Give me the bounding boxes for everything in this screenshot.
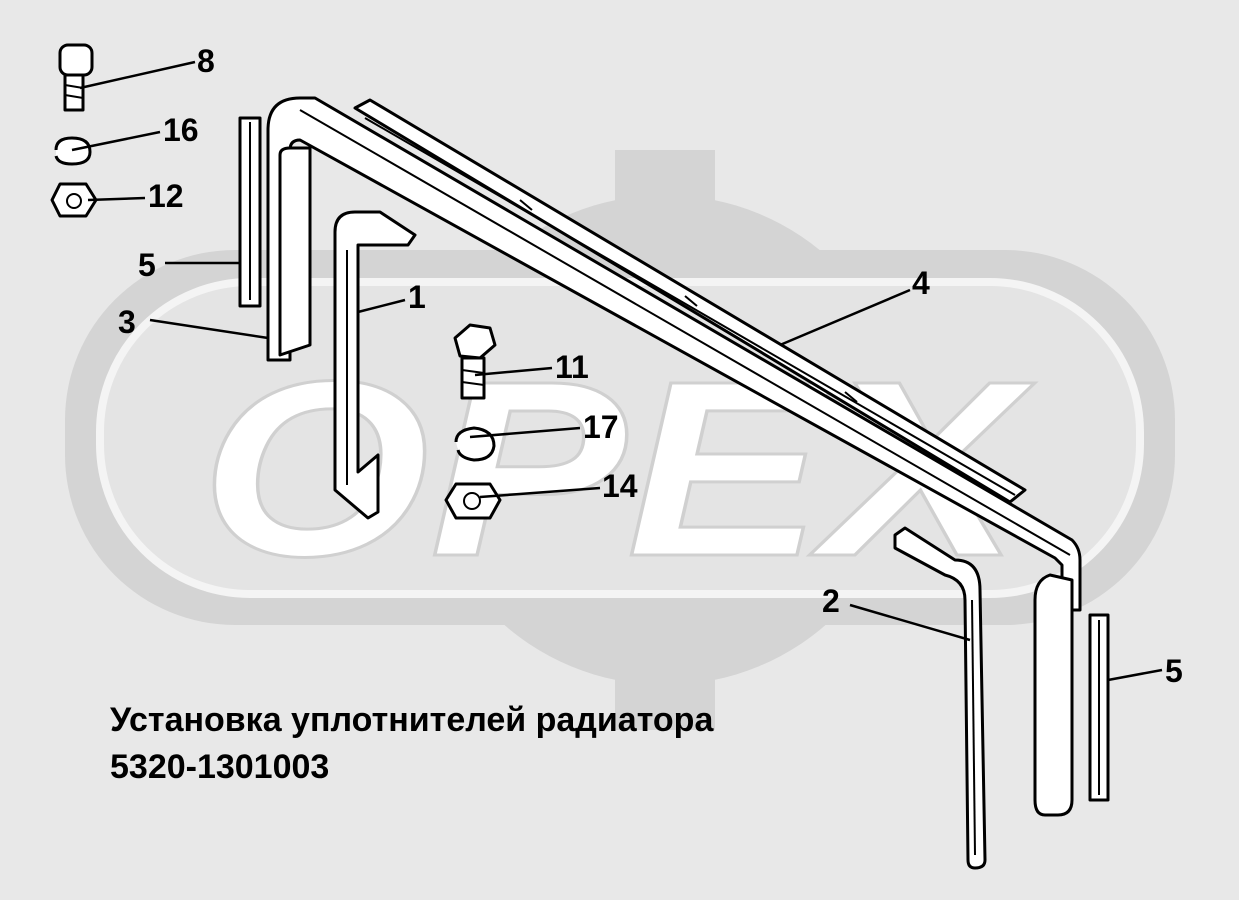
callout-1: 1: [408, 279, 426, 315]
callout-14: 14: [602, 468, 638, 504]
callout-11: 11: [555, 349, 589, 385]
part-2-right-seal: [893, 526, 987, 870]
callout-4: 4: [912, 265, 930, 301]
part-5-left-strip: [238, 116, 262, 308]
part-8-screw: [58, 43, 94, 112]
callout-3: 3: [118, 304, 136, 340]
title-line-1: Установка уплотнителей радиатора: [110, 701, 714, 739]
callout-labels: 8 16 12 5 3 1 11 17 14 4 2 5: [118, 43, 1183, 689]
part-4-upper-seal: [353, 98, 1027, 504]
callout-8: 8: [197, 43, 215, 79]
part-5-right-strip: [1088, 613, 1110, 802]
part-3-frame-bracket: [266, 96, 1082, 817]
callout-2: 2: [822, 583, 840, 619]
callout-5-left: 5: [138, 247, 156, 283]
part-17-washer: [454, 426, 496, 462]
callout-16: 16: [163, 112, 199, 148]
diagram-title: Установка уплотнителей радиатора 5320-13…: [110, 701, 714, 786]
part-1-left-seal: [333, 210, 417, 520]
part-14-nut: [444, 482, 502, 520]
callout-12: 12: [148, 178, 184, 214]
watermark-logo: OPEX: [65, 150, 1175, 730]
callout-17: 17: [583, 409, 619, 445]
callout-5-right: 5: [1165, 653, 1183, 689]
leader-lines: [71, 60, 1163, 682]
part-11-bolt: [453, 323, 497, 400]
title-line-2: 5320-1301003: [110, 748, 329, 786]
